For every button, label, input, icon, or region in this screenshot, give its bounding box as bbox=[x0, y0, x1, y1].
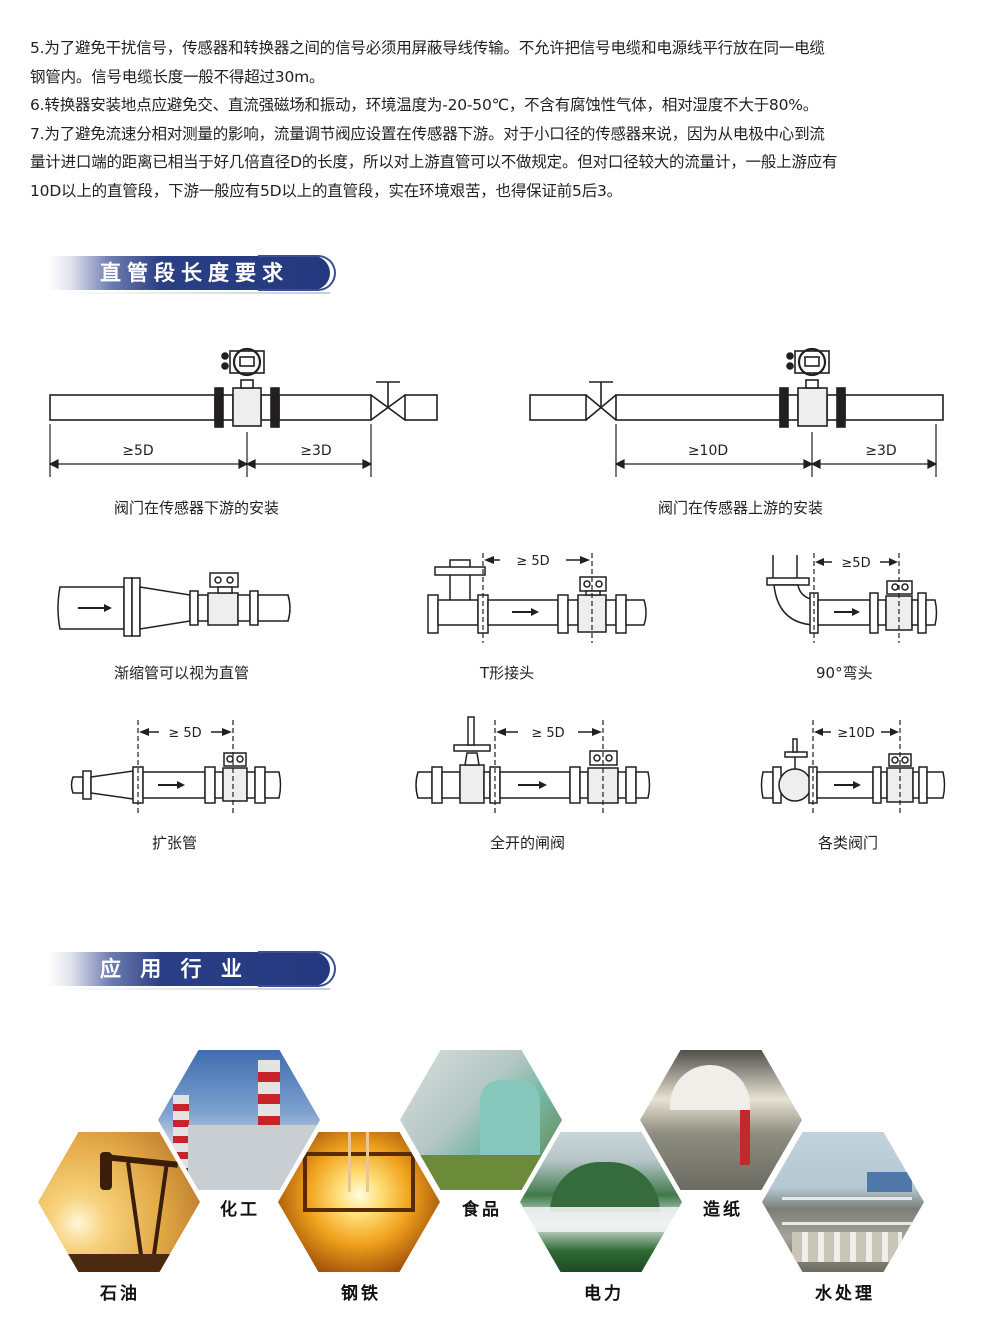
industry-image-chemical bbox=[158, 1050, 320, 1190]
diagram-valve-upstream: ≥10D ≥3D bbox=[529, 347, 944, 477]
banner-ring bbox=[258, 951, 336, 987]
installation-notes: 5.为了避免干扰信号，传感器和转换器之间的信号必须用屏蔽导线传输。不允许把信号电… bbox=[30, 34, 980, 205]
banner-background bbox=[48, 952, 330, 986]
caption-reducer: 渐缩管可以视为直管 bbox=[114, 664, 250, 682]
dimension-label: ≥10D bbox=[837, 726, 874, 741]
banner-shadow bbox=[48, 988, 330, 990]
caption-various-valves: 各类阀门 bbox=[818, 834, 879, 852]
caption-expander: 扩张管 bbox=[152, 834, 198, 852]
section-title: 应 用 行 业 bbox=[100, 957, 248, 981]
industry-image-steel bbox=[278, 1132, 440, 1272]
section-title: 直管段长度要求 bbox=[100, 261, 289, 285]
diagram-gate-valve: ≥ 5D bbox=[415, 716, 651, 815]
industry-label-paper: 造纸 bbox=[703, 1200, 743, 1220]
industry-image-food bbox=[400, 1050, 562, 1190]
industry-label-power: 电力 bbox=[584, 1284, 624, 1304]
caption-valve-upstream: 阀门在传感器上游的安装 bbox=[658, 499, 824, 517]
note-line: 6.转换器安装地点应避免交、直流强磁场和振动，环境温度为-20-50℃，不含有腐… bbox=[30, 96, 819, 114]
caption-gate-valve: 全开的闸阀 bbox=[490, 834, 566, 852]
dimension-label: ≥ 5D bbox=[516, 554, 549, 569]
dimension-label: ≥10D bbox=[688, 443, 728, 459]
diagram-t-joint: ≥ 5D bbox=[427, 553, 647, 643]
note-line: 10D以上的直管段，下游一般应有5D以上的直管段，实在环境艰苦，也得保证前5后3… bbox=[30, 181, 622, 200]
industry-label-chemical: 化工 bbox=[220, 1200, 260, 1220]
industry-label-water: 水处理 bbox=[815, 1284, 875, 1304]
diagram-90-elbow: ≥5D bbox=[766, 553, 938, 643]
note-line: 5.为了避免干扰信号，传感器和转换器之间的信号必须用屏蔽导线传输。不允许把信号电… bbox=[30, 39, 825, 57]
industry-label-steel: 钢铁 bbox=[341, 1284, 381, 1304]
banner-ring bbox=[258, 255, 336, 291]
section-banner-industries: 应 用 行 业 bbox=[48, 951, 336, 990]
industry-label-petroleum: 石油 bbox=[100, 1284, 140, 1304]
industry-image-paper bbox=[640, 1050, 802, 1190]
industry-image-power bbox=[520, 1132, 682, 1272]
dimension-label: ≥ 5D bbox=[168, 726, 201, 741]
diagram-various-valves: ≥10D bbox=[760, 720, 946, 815]
dimension-label: ≥3D bbox=[300, 443, 331, 459]
diagram-valve-downstream: ≥5D ≥3D bbox=[48, 347, 438, 477]
note-line: 钢管内。信号电缆长度一般不得超过30m。 bbox=[30, 67, 325, 86]
diagram-reducer bbox=[57, 572, 291, 637]
caption-valve-downstream: 阀门在传感器下游的安装 bbox=[114, 499, 280, 517]
caption-t-joint: T形接头 bbox=[480, 664, 535, 682]
banner-shadow bbox=[48, 292, 330, 294]
dimension-label: ≥5D bbox=[841, 556, 870, 571]
industry-image-water bbox=[762, 1132, 924, 1272]
industry-image-petroleum bbox=[38, 1132, 200, 1272]
diagram-expander: ≥ 5D bbox=[70, 720, 282, 815]
dimension-label: ≥ 5D bbox=[531, 726, 564, 741]
note-line: 量计进口端的距离已相当于好几倍直径D的长度，所以对上游直管可以不做规定。但对口径… bbox=[30, 153, 838, 171]
banner-background bbox=[48, 256, 330, 290]
note-line: 7.为了避免流速分相对测量的影响，流量调节阀应设置在传感器下游。对于小口径的传感… bbox=[30, 124, 825, 143]
industry-label-food: 食品 bbox=[462, 1200, 502, 1220]
section-banner-straight-pipe: 直管段长度要求 bbox=[48, 255, 336, 294]
caption-90-elbow: 90°弯头 bbox=[816, 664, 873, 682]
dimension-label: ≥3D bbox=[865, 443, 896, 459]
dimension-label: ≥5D bbox=[122, 443, 153, 459]
